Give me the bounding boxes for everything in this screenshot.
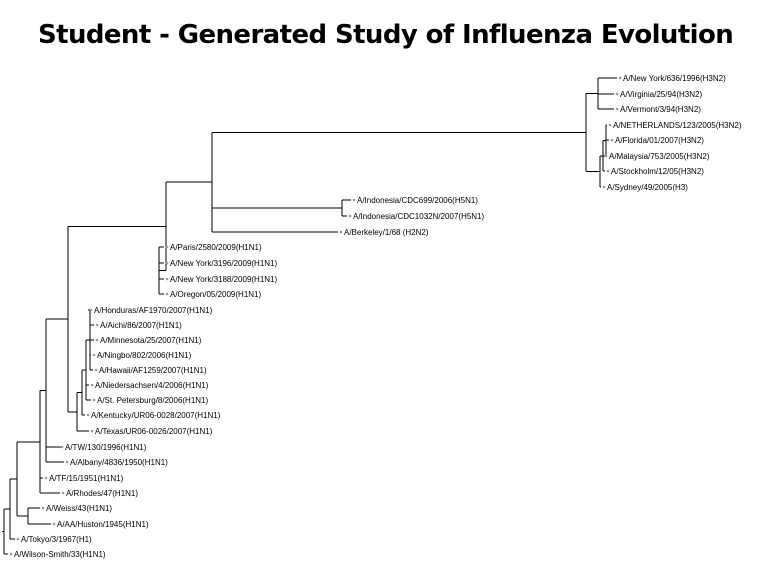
- leaf-label: A/Wilson-Smith/33(H1N1): [14, 550, 106, 559]
- leaf-label: A/Indonesia/CDC699/2006(H5N1): [357, 196, 478, 205]
- leaf-label: A/Paris/2580/2009(H1N1): [170, 243, 262, 252]
- leaf-marker: [52, 522, 56, 526]
- leaf-marker: [606, 169, 610, 173]
- leaf-label: A/New York/3196/2009(H1N1): [170, 259, 278, 268]
- leaf-label: A/Sydney/49/2005(H3): [607, 183, 688, 192]
- leaf-marker: [95, 338, 99, 342]
- leaf-label: A/Oregon/05/2009(H1N1): [170, 290, 262, 299]
- leaf-marker: [65, 460, 69, 464]
- leaf-label: A/Honduras/AF1970/2007(H1N1): [94, 306, 213, 315]
- leaf-marker: [165, 261, 169, 265]
- leaf-label: A/Stockholm/12/05(H3N2): [611, 167, 704, 176]
- leaf-label: A/Weiss/43(H1N1): [46, 504, 112, 513]
- leaf-marker: [92, 353, 96, 357]
- leaf-marker: [90, 429, 94, 433]
- leaf-marker: [615, 92, 619, 96]
- leaf-label: A/St. Petersburg/8/2006(H1N1): [97, 396, 209, 405]
- leaf-label: A/Minnesota/25/2007(H1N1): [100, 336, 202, 345]
- leaf-label: A/Ningbo/802/2006(H1N1): [97, 351, 192, 360]
- leaf-label: A/Malaysia/753/2005(H3N2): [609, 152, 710, 161]
- leaf-label: A/Florida/01/2007(H3N2): [615, 136, 704, 145]
- page-title: Student - Generated Study of Influenza E…: [38, 20, 734, 50]
- leaf-label: A/Niedersachsen/4/2006(H1N1): [95, 381, 209, 390]
- leaf-marker: [618, 76, 622, 80]
- leaf-label: A/Albany/4836/1950(H1N1): [70, 458, 168, 467]
- leaf-marker: [352, 198, 356, 202]
- leaf-marker: [608, 123, 612, 127]
- leaf-marker: [348, 214, 352, 218]
- leaf-marker: [44, 476, 48, 480]
- leaf-label: A/Vermont/3/94(H3N2): [620, 105, 701, 114]
- leaf-marker: [89, 308, 93, 312]
- leaf-label: A/TW/130/1996(H1N1): [65, 443, 147, 452]
- leaf-label: A/Indonesia/CDC1032N/2007(H5N1): [353, 212, 485, 221]
- leaf-marker: [165, 245, 169, 249]
- leaf-label: A/Virginia/25/94(H3N2): [620, 90, 702, 99]
- leaf-marker: [602, 185, 606, 189]
- leaf-label: A/NETHERLANDS/123/2005(H3N2): [613, 121, 742, 130]
- leaf-label: A/New York/3188/2009(H1N1): [170, 275, 278, 284]
- leaf-marker: [90, 383, 94, 387]
- leaf-marker: [165, 292, 169, 296]
- leaf-marker: [604, 154, 608, 158]
- leaf-marker: [339, 230, 343, 234]
- leaf-label: A/New York/636/1996(H3N2): [623, 74, 726, 83]
- leaf-label: A/Hawaii/AF1259/2007(H1N1): [99, 366, 207, 375]
- leaf-marker: [86, 413, 90, 417]
- leaf-marker: [9, 552, 13, 556]
- leaf-label: A/TF/15/1951(H1N1): [49, 474, 124, 483]
- leaf-label: A/Tokyo/3/1967(H1): [21, 535, 92, 544]
- leaf-label: A/Rhodes/47(H1N1): [66, 489, 138, 498]
- leaf-marker: [615, 107, 619, 111]
- leaf-marker: [16, 537, 20, 541]
- leaf-label: A/Aichi/86/2007(H1N1): [100, 321, 182, 330]
- leaf-marker: [61, 491, 65, 495]
- leaf-marker: [92, 398, 96, 402]
- leaf-marker: [94, 368, 98, 372]
- leaf-marker: [610, 138, 614, 142]
- leaf-label: A/Berkeley/1/68 (H2N2): [344, 228, 429, 237]
- leaf-marker: [41, 506, 45, 510]
- leaf-label: A/Texas/UR06-0026/2007(H1N1): [95, 427, 213, 436]
- leaf-marker: [165, 277, 169, 281]
- leaf-label: A/AA/Huston/1945(H1N1): [57, 520, 149, 529]
- leaf-marker: [60, 445, 64, 449]
- leaf-label: A/Kentucky/UR06-0028/2007(H1N1): [91, 411, 221, 420]
- leaf-marker: [95, 323, 99, 327]
